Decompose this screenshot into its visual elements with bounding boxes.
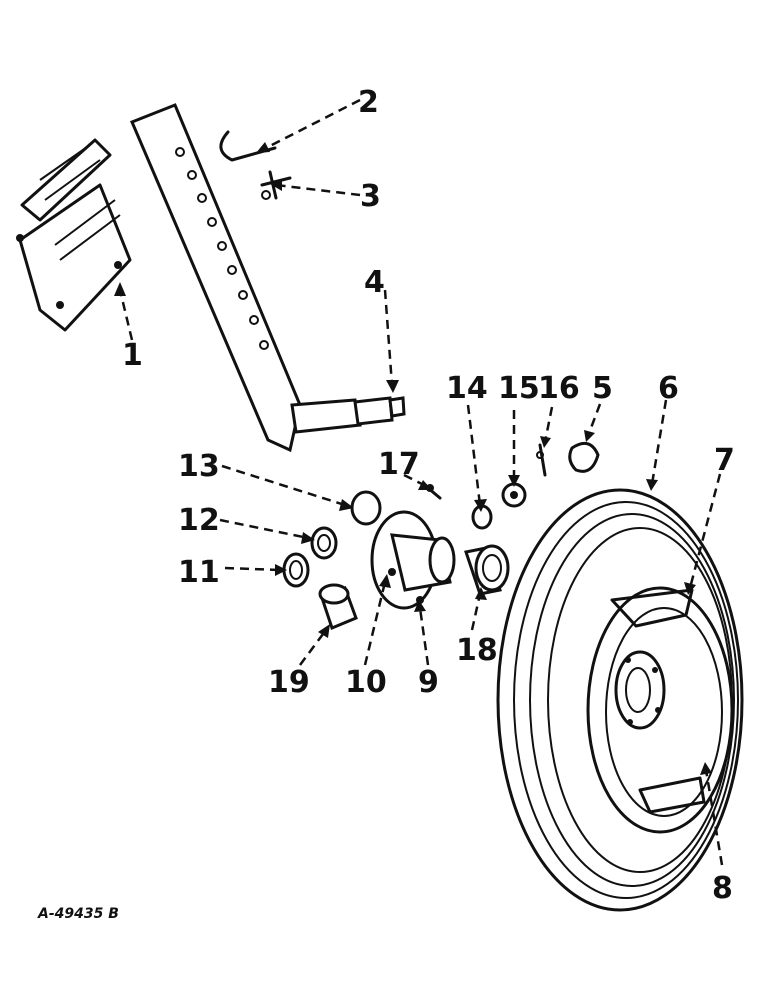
callout-12: 12 (178, 503, 220, 538)
callout-7: 7 (714, 443, 735, 478)
part-sleeve (318, 583, 358, 631)
part-bearing-cup (282, 552, 310, 588)
callout-19: 19 (268, 665, 310, 700)
leader-lines (114, 98, 724, 866)
callout-17: 17 (378, 447, 420, 482)
drawing-number: A-49435 B (37, 906, 119, 922)
callout-11: 11 (178, 555, 220, 590)
part-clip (219, 130, 277, 162)
callout-14: 14 (446, 371, 488, 406)
part-dust-cap (568, 441, 600, 473)
callout-3: 3 (360, 179, 381, 214)
callout-6: 6 (658, 371, 679, 406)
callout-13: 13 (178, 449, 220, 484)
part-spindle (290, 396, 406, 434)
callout-4: 4 (364, 265, 385, 300)
callout-16: 16 (538, 371, 580, 406)
callout-5: 5 (592, 371, 613, 406)
part-outer-bearing-cup (464, 544, 510, 596)
part-seal (310, 526, 338, 560)
part-caster-arm (130, 103, 302, 453)
part-tire-and-rim (496, 488, 744, 912)
part-bearing-cone (350, 490, 382, 526)
part-wheel-hub (370, 510, 456, 610)
callout-18: 18 (456, 633, 498, 668)
callout-9: 9 (418, 665, 439, 700)
callout-8: 8 (712, 871, 733, 906)
part-cotter-pin (536, 443, 547, 477)
callout-1: 1 (122, 338, 143, 373)
part-nut (501, 482, 527, 508)
callout-10: 10 (345, 665, 387, 700)
callout-15: 15 (498, 371, 540, 406)
callout-2: 2 (358, 85, 379, 120)
part-mounting-bracket (16, 138, 132, 332)
